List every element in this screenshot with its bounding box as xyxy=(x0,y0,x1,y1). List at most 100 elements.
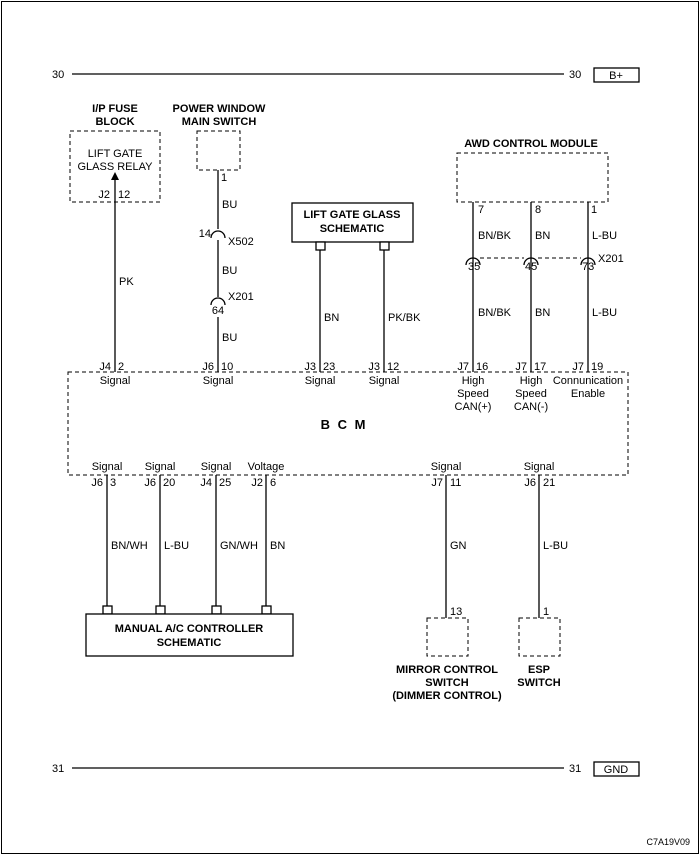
svg-text:12: 12 xyxy=(118,189,130,201)
svg-text:J6: J6 xyxy=(202,361,214,373)
svg-text:L-BU: L-BU xyxy=(592,230,617,242)
svg-text:20: 20 xyxy=(163,477,175,489)
svg-text:16: 16 xyxy=(476,361,488,373)
svg-text:73: 73 xyxy=(582,261,594,273)
wire-bu-power-window: BU 14 X502 BU X201 64 BU xyxy=(199,170,254,372)
svg-text:Signal: Signal xyxy=(145,461,176,473)
svg-text:23: 23 xyxy=(323,361,335,373)
svg-text:BN: BN xyxy=(270,540,285,552)
svg-text:LIFT GATE GLASS: LIFT GATE GLASS xyxy=(304,209,401,221)
svg-text:MAIN SWITCH: MAIN SWITCH xyxy=(182,116,257,128)
svg-text:SWITCH: SWITCH xyxy=(425,677,468,689)
ip-fuse-block: I/P FUSE BLOCK LIFT GATE GLASS RELAY J2 … xyxy=(69,103,161,203)
svg-text:11: 11 xyxy=(450,477,461,489)
svg-text:Signal: Signal xyxy=(201,461,232,473)
svg-text:10: 10 xyxy=(221,361,233,373)
svg-text:J4: J4 xyxy=(99,361,111,373)
svg-text:BU: BU xyxy=(222,265,237,277)
svg-text:BN: BN xyxy=(535,307,550,319)
svg-text:CAN(+): CAN(+) xyxy=(455,401,492,413)
svg-text:Signal: Signal xyxy=(100,375,131,387)
lift-gate-glass-schematic: LIFT GATE GLASS SCHEMATIC xyxy=(291,202,414,251)
svg-text:GLASS RELAY: GLASS RELAY xyxy=(78,161,154,173)
svg-text:I/P FUSE: I/P FUSE xyxy=(92,103,138,115)
svg-text:J6: J6 xyxy=(524,477,536,489)
svg-text:17: 17 xyxy=(534,361,546,373)
svg-text:1: 1 xyxy=(543,606,549,618)
svg-text:Signal: Signal xyxy=(305,375,336,387)
svg-text:3: 3 xyxy=(110,477,116,489)
svg-text:BN/BK: BN/BK xyxy=(478,307,512,319)
top-rail: 30 30 B+ xyxy=(52,67,640,83)
svg-text:AWD CONTROL MODULE: AWD CONTROL MODULE xyxy=(464,138,598,150)
rail-top-right-number: 30 xyxy=(569,69,581,81)
bcm-top-connectors: J4 2 Signal J6 10 Signal J3 23 Signal J3… xyxy=(99,361,623,413)
svg-text:High: High xyxy=(462,375,485,387)
svg-text:BLOCK: BLOCK xyxy=(95,116,134,128)
svg-text:J2: J2 xyxy=(98,189,110,201)
splice-x502-label: X502 xyxy=(228,236,254,248)
svg-text:64: 64 xyxy=(212,305,224,317)
bottom-rail: 31 31 GND xyxy=(52,761,640,777)
svg-text:14: 14 xyxy=(199,228,211,240)
svg-text:1: 1 xyxy=(591,204,597,216)
esp-switch: 1 ESP SWITCH xyxy=(517,606,560,689)
svg-text:High: High xyxy=(520,375,543,387)
svg-text:J7: J7 xyxy=(457,361,469,373)
svg-text:GN: GN xyxy=(450,540,467,552)
svg-text:POWER WINDOW: POWER WINDOW xyxy=(173,103,266,115)
battery-positive-tag: B+ xyxy=(609,70,623,82)
svg-text:21: 21 xyxy=(543,477,555,489)
svg-text:19: 19 xyxy=(591,361,603,373)
svg-text:SCHEMATIC: SCHEMATIC xyxy=(157,637,222,649)
svg-text:BU: BU xyxy=(222,199,237,211)
svg-text:ESP: ESP xyxy=(528,664,550,676)
power-window-main-switch: POWER WINDOW MAIN SWITCH 1 xyxy=(173,103,266,184)
svg-text:PK/BK: PK/BK xyxy=(388,312,421,324)
svg-text:6: 6 xyxy=(270,477,276,489)
svg-text:45: 45 xyxy=(525,261,537,273)
svg-text:J6: J6 xyxy=(144,477,156,489)
bottom-wires: BN/WH L-BU GN/WH BN GN L-BU xyxy=(106,475,568,618)
awd-control-module: AWD CONTROL MODULE 7 8 1 xyxy=(456,138,609,216)
svg-text:Signal: Signal xyxy=(203,375,234,387)
svg-text:LIFT GATE: LIFT GATE xyxy=(88,148,143,160)
mirror-control-switch: 13 MIRROR CONTROL SWITCH (DIMMER CONTROL… xyxy=(392,606,502,702)
svg-text:Signal: Signal xyxy=(92,461,123,473)
svg-text:J7: J7 xyxy=(572,361,584,373)
svg-text:2: 2 xyxy=(118,361,124,373)
svg-text:Signal: Signal xyxy=(431,461,462,473)
svg-text:Enable: Enable xyxy=(571,388,605,400)
awd-wires: BN/BK BN L-BU 35 45 73 X201 BN/BK BN L-B… xyxy=(465,202,624,372)
svg-text:J2: J2 xyxy=(251,477,263,489)
svg-text:Voltage: Voltage xyxy=(248,461,285,473)
svg-text:L-BU: L-BU xyxy=(543,540,568,552)
svg-text:Signal: Signal xyxy=(524,461,555,473)
svg-text:Signal: Signal xyxy=(369,375,400,387)
svg-text:25: 25 xyxy=(219,477,231,489)
svg-text:Speed: Speed xyxy=(515,388,547,400)
svg-text:J7: J7 xyxy=(515,361,527,373)
svg-text:(DIMMER CONTROL): (DIMMER CONTROL) xyxy=(392,690,502,702)
svg-text:MIRROR CONTROL: MIRROR CONTROL xyxy=(396,664,498,676)
svg-text:BN: BN xyxy=(535,230,550,242)
svg-text:J3: J3 xyxy=(368,361,380,373)
relay-arrow-icon xyxy=(111,172,119,180)
svg-text:35: 35 xyxy=(468,261,480,273)
svg-text:GN/WH: GN/WH xyxy=(220,540,258,552)
svg-text:Speed: Speed xyxy=(457,388,489,400)
manual-ac-controller-schematic: MANUAL A/C CONTROLLER SCHEMATIC xyxy=(85,605,294,657)
svg-text:SCHEMATIC: SCHEMATIC xyxy=(320,223,385,235)
bcm-name: B C M xyxy=(321,417,368,432)
bcm-module: B C M xyxy=(67,371,629,476)
rail-bottom-left-number: 31 xyxy=(52,763,64,775)
svg-text:MANUAL A/C CONTROLLER: MANUAL A/C CONTROLLER xyxy=(115,623,264,635)
svg-text:BN: BN xyxy=(324,312,339,324)
rail-bottom-right-number: 31 xyxy=(569,763,581,775)
svg-text:BN/WH: BN/WH xyxy=(111,540,148,552)
svg-text:SWITCH: SWITCH xyxy=(517,677,560,689)
rail-top-left-number: 30 xyxy=(52,69,64,81)
svg-text:1: 1 xyxy=(221,172,227,184)
svg-text:L-BU: L-BU xyxy=(164,540,189,552)
